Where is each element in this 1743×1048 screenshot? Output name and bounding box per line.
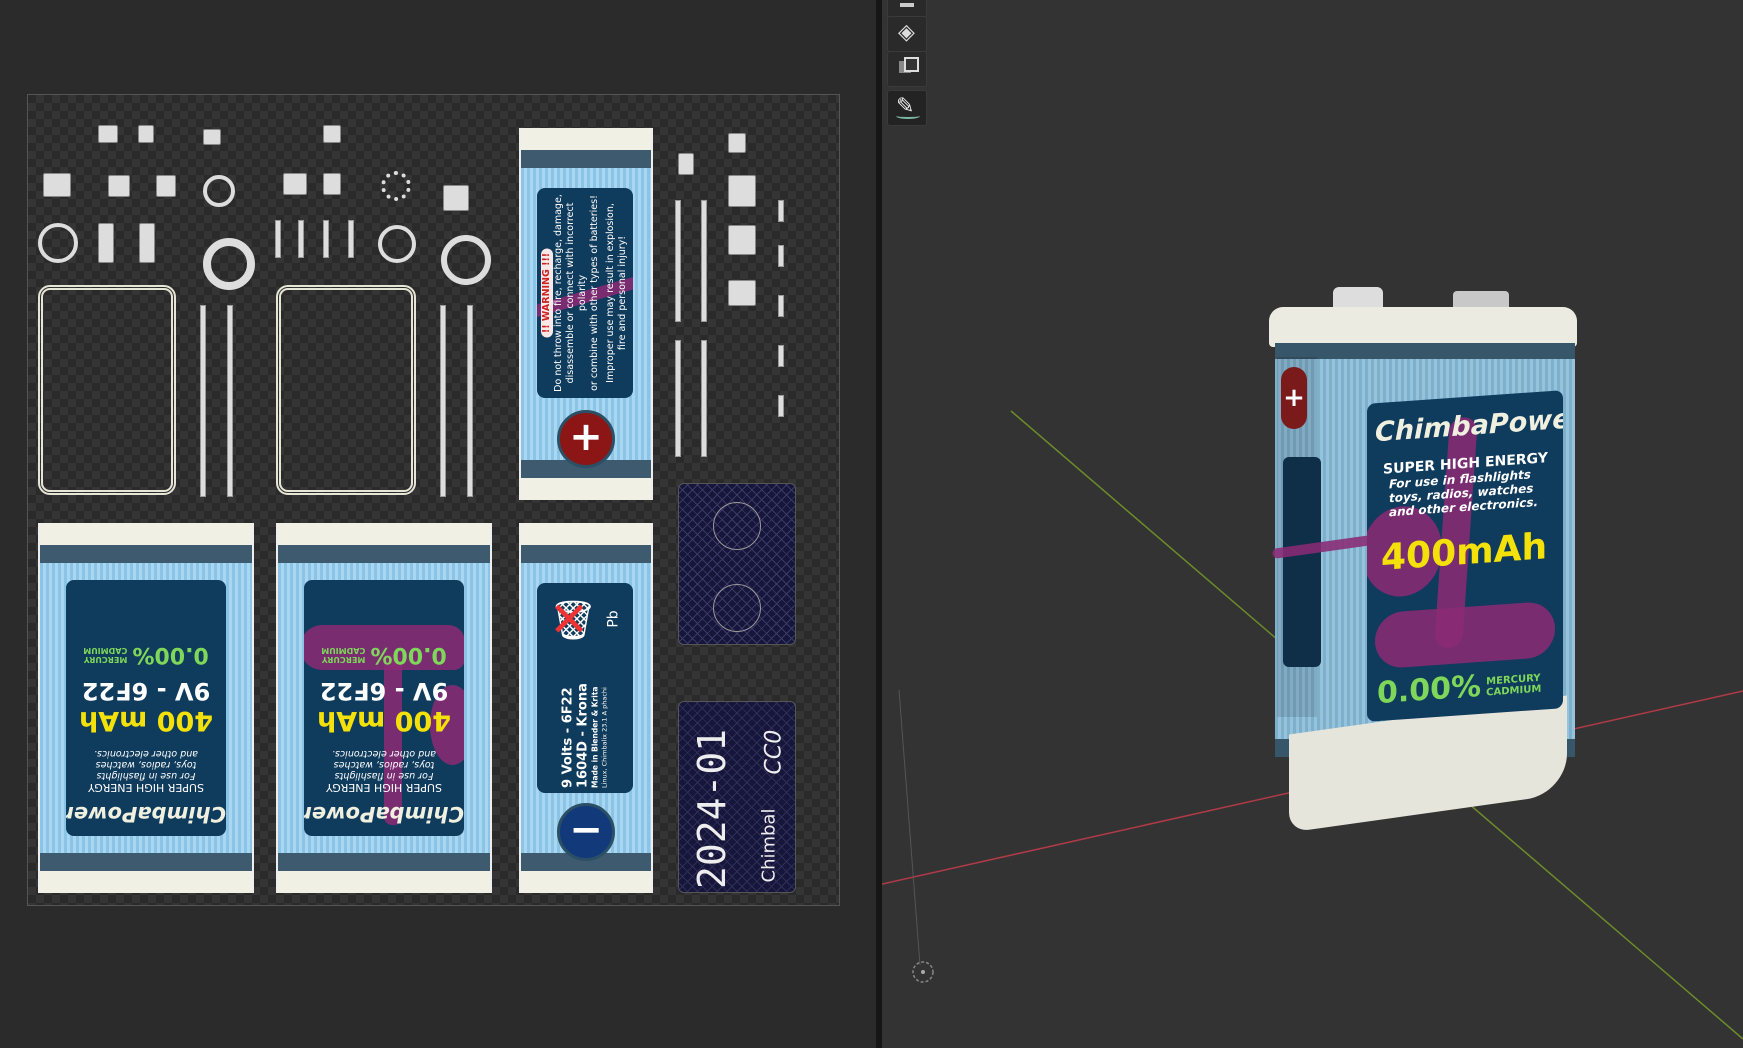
percent-text: 0.00%	[1377, 668, 1482, 712]
capacity-text: 400 mAh	[79, 705, 214, 736]
warning-label: !! WARNING !!! Do not throw into fire, r…	[519, 128, 653, 500]
light-line	[898, 689, 921, 966]
plus-terminal-icon: +	[557, 410, 615, 468]
cadmium-text: CADMIUM	[321, 646, 366, 655]
date-text: 2024-01	[690, 728, 734, 889]
cap-texture-top	[678, 483, 796, 645]
cadmium-text: CADMIUM	[1486, 683, 1542, 699]
mercury-text: MERCURY	[83, 655, 128, 664]
side-label: 🗑✕ Pb 9 Volts - 6F22 1604D - Krona Made …	[519, 523, 653, 893]
made-in-text: Made in Blender & Krita	[590, 686, 600, 788]
krona-text: 1604D - Krona	[575, 683, 591, 788]
mercury-text: MERCURY	[321, 655, 366, 664]
author-text: Chimbal	[758, 808, 780, 883]
brand-text: ChimbaPower	[304, 802, 464, 826]
linux-text: Linux, Chimbalix 23.1 A phachi	[600, 687, 609, 788]
plus-icon: +	[1281, 367, 1307, 429]
usage-text: For use in flashlights	[96, 770, 196, 781]
warning-text: Improper use may result in explosion,	[605, 203, 616, 383]
draw-tool-button[interactable]: ✎	[887, 90, 927, 126]
warning-text: Do not throw into fire, recharge, damage…	[553, 194, 564, 392]
model-text: 9V - 6F22	[319, 677, 449, 705]
capacity-text: 400 mAh	[317, 705, 452, 736]
usage-text: toys, radios, watches	[333, 759, 435, 770]
usage-text: For use in flashlights	[334, 770, 434, 781]
battery-front-panel: ChimbaPower SUPER HIGH ENERGY For use in…	[1367, 390, 1563, 722]
brand-text: ChimbaPower	[1375, 402, 1563, 449]
cadmium-text: CADMIUM	[83, 646, 128, 655]
percent-text: 0.00%	[370, 642, 447, 667]
usage-text: and other electronics.	[93, 748, 199, 759]
paint-stroke	[1375, 600, 1555, 670]
usage-text: toys, radios, watches	[95, 759, 197, 770]
percent-text: 0.00%	[132, 642, 209, 667]
area-divider[interactable]	[876, 0, 882, 1048]
fill-icon: ◈	[898, 20, 915, 45]
brand-text: ChimbaPower	[66, 802, 226, 826]
texture-image[interactable]: !! WARNING !!! Do not throw into fire, r…	[27, 94, 840, 906]
pb-text: Pb	[605, 610, 622, 628]
origin-icon	[912, 961, 934, 983]
cap-texture-bottom: 2024-01 Chimbal CC0	[678, 701, 796, 893]
front-label-1: ChimbaPower SUPER HIGH ENERGY For use in…	[38, 523, 254, 893]
warning-title: !! WARNING !!!	[541, 248, 553, 338]
license-text: CC0	[761, 729, 787, 775]
volts-text: 9 Volts - 6F22	[560, 687, 576, 788]
clone-tool-button[interactable]	[887, 51, 927, 87]
warning-text: or combine with other types of batteries…	[589, 195, 600, 391]
tagline: SUPER HIGH ENERGY	[87, 781, 205, 794]
no-trash-icon: 🗑✕	[549, 592, 598, 648]
fill-tool-button[interactable]: ◈	[887, 16, 927, 52]
warning-text: fire and personal injury!	[617, 235, 628, 351]
front-label-2: ChimbaPower SUPER HIGH ENERGY For use in…	[276, 523, 492, 893]
model-text: 9V - 6F22	[81, 677, 211, 705]
usage-text: and other electronics.	[331, 748, 437, 759]
tagline: SUPER HIGH ENERGY	[325, 781, 443, 794]
warning-text: disassemble or connect with incorrect po…	[565, 202, 588, 384]
minus-terminal-icon: −	[557, 803, 615, 861]
battery-model[interactable]: + ChimbaPower SUPER HIGH ENERGY For use …	[1267, 287, 1579, 833]
